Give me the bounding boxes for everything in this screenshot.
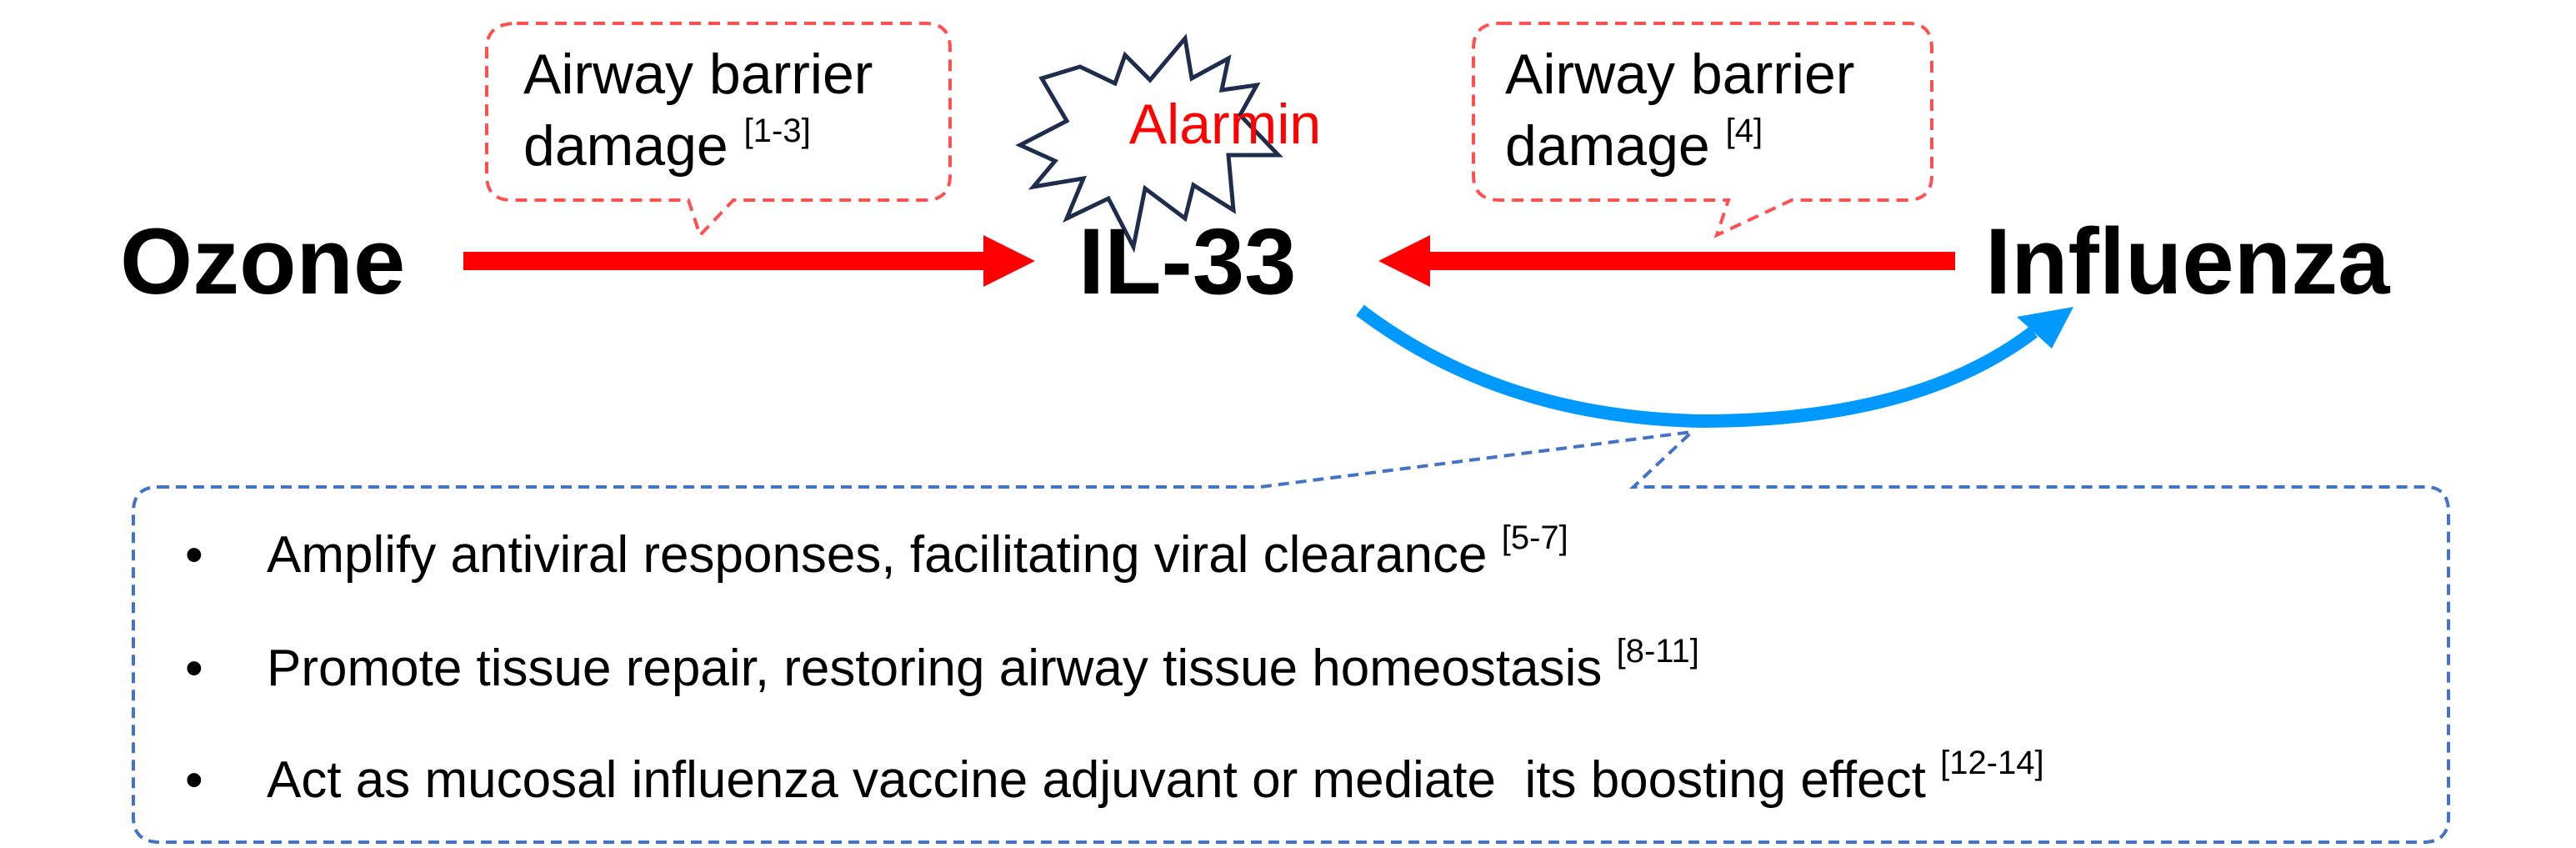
node-ozone: Ozone [120,209,405,314]
arrow-ozone-to-il33 [463,235,1035,287]
bullet: • [185,526,203,584]
svg-text:Promote tissue repair, restori: Promote tissue repair, restoring airway … [267,633,1699,697]
svg-text:damage [4]: damage [4] [1505,113,1763,178]
alarmin-label: Alarmin [1129,93,1322,156]
effects-list: • Amplify antiviral responses, facilitat… [185,519,2044,809]
alarmin-starburst: Alarmin [1015,33,1322,253]
callout-right-ref: [4] [1726,113,1763,149]
effect-text: Amplify antiviral responses, facilitatin… [267,526,1502,584]
effect-text: Act as mucosal influenza vaccine adjuvan… [267,751,1940,809]
callout-right: Airway barrier damage [4] [1472,22,1933,238]
callout-left-line2: damage [523,114,744,178]
callout-right-border [1472,22,1933,238]
list-item: • Promote tissue repair, restoring airwa… [185,633,1699,697]
list-item: • Act as mucosal influenza vaccine adjuv… [185,745,2044,809]
list-item: • Amplify antiviral responses, facilitat… [185,519,1568,584]
arrow-influenza-to-il33 [1378,235,1955,287]
node-influenza: Influenza [1985,209,2390,314]
node-il33: IL-33 [1078,209,1296,314]
callout-left: Airway barrier damage [1-3] [485,22,952,238]
callout-right-line2: damage [1505,114,1726,178]
callout-right-line1: Airway barrier [1505,43,1854,106]
callout-left-ref: [1-3] [744,113,811,149]
callout-left-border [485,22,952,238]
svg-text:Amplify antiviral responses, f: Amplify antiviral responses, facilitatin… [267,519,1568,584]
svg-text:Act as mucosal influenza vacci: Act as mucosal influenza vaccine adjuvan… [267,745,2044,809]
effect-ref: [8-11] [1617,633,1699,670]
bullet: • [185,751,203,809]
svg-text:damage [1-3]: damage [1-3] [523,113,811,178]
bullet: • [185,640,203,697]
arrow-il33-to-influenza [1356,304,2073,429]
effect-ref: [5-7] [1502,519,1568,556]
effects-box-border [132,429,2450,844]
starburst-shape [1015,33,1283,253]
effect-text: Promote tissue repair, restoring airway … [267,640,1617,697]
callout-left-line1: Airway barrier [523,43,873,106]
effect-ref: [12-14] [1940,745,2044,781]
